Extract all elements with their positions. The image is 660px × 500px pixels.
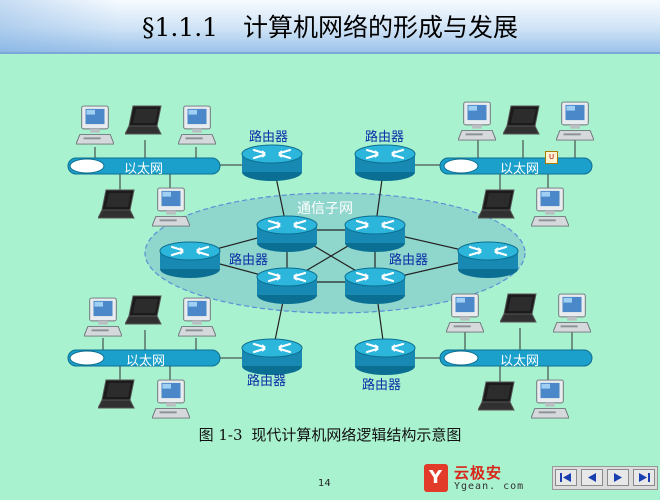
logo-mark-icon <box>424 464 448 492</box>
laptop-icon <box>125 105 162 135</box>
desktop-computer-icon <box>556 101 594 141</box>
ethernet-label: 以太网 <box>124 162 164 177</box>
ethernet-label: 以太网 <box>500 354 540 369</box>
router-label: 路由器 <box>389 253 429 268</box>
subnet-label: 通信子网 <box>297 201 353 217</box>
figure-caption: 图 1-3 现代计算机网络逻辑结构示意图 <box>0 424 660 445</box>
slide-navigation <box>552 466 658 490</box>
ethernet-bus-bottom-right <box>439 349 593 367</box>
desktop-computer-icon <box>446 293 484 333</box>
page-number: 14 <box>318 478 331 489</box>
last-slide-button[interactable] <box>633 469 655 486</box>
ethernet-bus-bottom-left <box>67 349 221 367</box>
next-slide-icon <box>614 473 622 482</box>
desktop-computer-icon <box>84 297 122 337</box>
last-slide-icon <box>639 473 650 482</box>
router-icon <box>343 214 407 253</box>
desktop-computer-icon <box>152 379 190 419</box>
desktop-computer-icon <box>531 379 569 419</box>
router-label: 路由器 <box>249 130 289 145</box>
router-icon <box>353 337 417 376</box>
router-label: 路由器 <box>247 374 287 389</box>
first-slide-button[interactable] <box>555 469 577 486</box>
prev-slide-icon <box>588 473 596 482</box>
laptop-icon <box>500 293 537 323</box>
router-icon <box>456 240 520 279</box>
laptop-icon <box>478 189 515 219</box>
slide-title: §1.1.1 计算机网络的形成与发展 <box>141 13 519 42</box>
logo-site-text: Ygean. com <box>454 481 525 492</box>
desktop-computer-icon <box>178 297 216 337</box>
small-badge-icon: U <box>545 151 558 164</box>
brand-logo: 云极安 Ygean. com <box>424 462 534 496</box>
prev-slide-button[interactable] <box>581 469 603 486</box>
slide-header: §1.1.1 计算机网络的形成与发展 <box>0 0 660 54</box>
ethernet-label: 以太网 <box>500 162 540 177</box>
desktop-computer-icon <box>553 293 591 333</box>
laptop-icon <box>98 379 135 409</box>
desktop-computer-icon <box>178 105 216 145</box>
laptop-icon <box>478 381 515 411</box>
router-icon <box>353 143 417 182</box>
figure-number: 图 1-3 <box>198 426 243 444</box>
router-icon <box>158 240 222 279</box>
router-icon <box>240 143 304 182</box>
next-slide-button[interactable] <box>607 469 629 486</box>
laptop-icon <box>503 105 540 135</box>
router-label: 路由器 <box>229 253 269 268</box>
router-label: 路由器 <box>362 378 402 393</box>
router-label: 路由器 <box>365 130 405 145</box>
ethernet-label: 以太网 <box>126 354 166 369</box>
laptop-icon <box>98 189 135 219</box>
laptop-icon <box>125 295 162 325</box>
figure-caption-text: 现代计算机网络逻辑结构示意图 <box>251 426 462 444</box>
network-diagram-svg <box>67 101 594 419</box>
first-slide-icon <box>560 473 571 482</box>
ethernet-bus-top-left <box>67 157 221 175</box>
header-shade <box>0 0 120 52</box>
desktop-computer-icon <box>152 187 190 227</box>
desktop-computer-icon <box>76 105 114 145</box>
router-icon <box>255 214 319 253</box>
desktop-computer-icon <box>458 101 496 141</box>
router-icon <box>343 266 407 305</box>
network-diagram: 路由器 路由器 路由器 路由器 路由器 路由器 通信子网 以太网 以太网 以太网… <box>0 60 660 460</box>
router-icon <box>255 266 319 305</box>
desktop-computer-icon <box>531 187 569 227</box>
logo-brand-text: 云极安 <box>454 464 503 482</box>
